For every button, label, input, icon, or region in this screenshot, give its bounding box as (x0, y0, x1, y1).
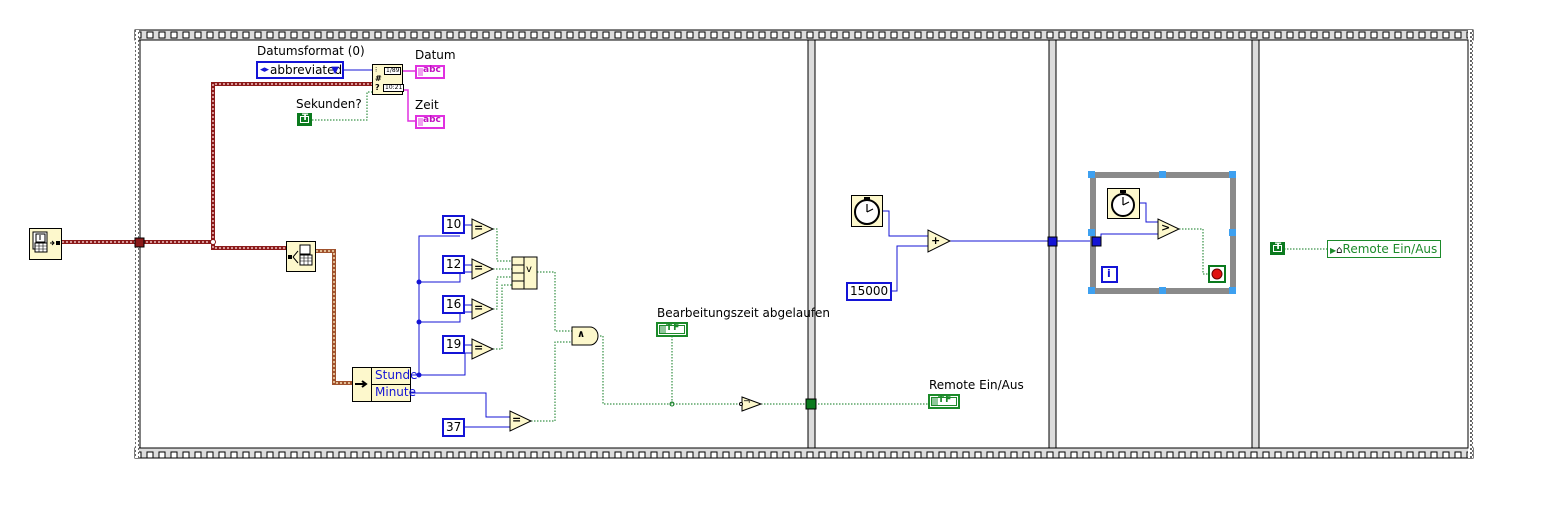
true-glyph: T (302, 113, 309, 123)
compare-equal-node[interactable] (471, 258, 495, 280)
hour-constant-12[interactable]: 12 (442, 255, 466, 274)
hour-constant-10[interactable]: 10 (442, 215, 466, 234)
remote-ein-aus-indicator[interactable]: TF (928, 394, 960, 409)
datum-label: Datum (415, 48, 456, 62)
format-date-time-string-node[interactable]: ⁝ # ? 1/89 10:21 (372, 64, 405, 95)
compare-equal-node[interactable] (471, 298, 495, 320)
get-date-time-node[interactable] (29, 228, 62, 260)
increment-arrows-icon: ◂▸ (260, 65, 270, 75)
sekunden-label: Sekunden? (296, 97, 362, 111)
or-glyph: v (526, 264, 532, 275)
local-variable-name: Remote Ein/Aus (1342, 242, 1438, 256)
abc-glyph: abc (423, 65, 441, 75)
zeit-string-indicator[interactable]: abc (415, 115, 445, 129)
sekunden-true-constant[interactable]: T (297, 113, 312, 126)
loop-iteration-terminal (1101, 266, 1118, 283)
datumsformat-label: Datumsformat (0) (257, 44, 365, 58)
iteration-glyph: i (1107, 267, 1111, 280)
ring-value: abbreviated (270, 63, 343, 77)
calendar-icon (288, 244, 313, 266)
stopwatch-icon (854, 197, 880, 225)
boolean-wire[interactable] (312, 91, 930, 422)
tick-count-node[interactable] (851, 195, 883, 227)
compare-equal-node[interactable] (509, 410, 533, 432)
greater-glyph: > (1161, 221, 1171, 234)
equal-glyph: = (474, 221, 484, 234)
compare-equal-node[interactable] (471, 338, 495, 360)
unbundle-field-minute[interactable]: Minute (371, 385, 416, 401)
time-sample-text: 10:21 (383, 84, 405, 92)
equal-glyph: = (512, 413, 522, 426)
dropdown-arrow-icon[interactable]: ▼ (331, 65, 339, 76)
while-loop[interactable] (1088, 171, 1236, 294)
loop-tunnel (1091, 236, 1102, 247)
plus-glyph: + (931, 234, 941, 247)
date-sample-text: 1/89 (384, 67, 402, 75)
not-node[interactable] (739, 396, 763, 412)
compare-equal-node[interactable] (471, 218, 495, 240)
remote-ein-aus-label: Remote Ein/Aus (929, 378, 1024, 392)
compound-or-node[interactable] (511, 256, 538, 290)
true-constant[interactable]: T (1270, 242, 1285, 255)
and-glyph: ∧ (577, 329, 586, 340)
sequence-tunnel (1047, 236, 1058, 247)
sequence-tunnel (805, 398, 817, 410)
wire-junction (210, 239, 216, 245)
sequence-frame-0[interactable] (139, 39, 809, 449)
tick-count-node[interactable] (1107, 188, 1140, 219)
house-icon: ⌂ (1336, 245, 1343, 256)
zeit-label: Zeit (415, 98, 439, 112)
equal-glyph: = (474, 261, 484, 274)
loop-stop-terminal[interactable] (1208, 265, 1226, 283)
boolean-wire[interactable] (1179, 228, 1327, 275)
bearbeitungszeit-indicator[interactable]: TF (656, 322, 688, 337)
and-node[interactable] (571, 326, 599, 346)
sequence-frame-2[interactable] (1055, 39, 1253, 449)
remote-ein-aus-local-variable[interactable]: ▶⌂Remote Ein/Aus (1327, 240, 1442, 258)
tf-glyph: TF (938, 395, 953, 405)
frame-divider (1251, 39, 1260, 449)
equal-glyph: = (474, 341, 484, 354)
datumsformat-ring-constant[interactable]: ◂▸ abbreviated ▼ (256, 61, 344, 79)
hour-constant-19[interactable]: 19 (442, 335, 466, 354)
add-node[interactable] (927, 229, 952, 253)
string-wire[interactable] (403, 70, 416, 122)
greater-than-node[interactable] (1157, 218, 1181, 240)
hour-constant-16[interactable]: 16 (442, 295, 466, 314)
true-glyph: T (1275, 242, 1282, 252)
cluster-wire[interactable] (316, 249, 352, 385)
not-glyph: ¬ (743, 397, 751, 407)
sequence-tunnel (134, 237, 145, 248)
offset-constant[interactable]: 15000 (846, 282, 893, 301)
bearbeitungszeit-label: Bearbeitungszeit abgelaufen (657, 306, 831, 320)
abc-glyph: abc (423, 115, 441, 125)
format-terminal-icon: ⁝ (375, 66, 378, 74)
write-arrow-icon: ▶ (1330, 246, 1337, 255)
unbundle-by-name-node[interactable]: Stunde Minute (352, 367, 418, 402)
arrow-right-icon (355, 380, 368, 388)
stopwatch-icon (1111, 190, 1135, 217)
unbundle-field-stunde[interactable]: Stunde (371, 368, 418, 385)
seconds-to-date-time-node[interactable] (286, 241, 316, 272)
tf-glyph: TF (666, 323, 681, 333)
minute-constant-37[interactable]: 37 (442, 418, 466, 437)
hash-icon: # (375, 74, 382, 83)
datum-string-indicator[interactable]: abc (415, 65, 445, 79)
question-icon: ? (375, 83, 380, 92)
equal-glyph: = (474, 301, 484, 314)
calendar-clock-icon (32, 231, 60, 253)
frame-divider (807, 39, 816, 449)
